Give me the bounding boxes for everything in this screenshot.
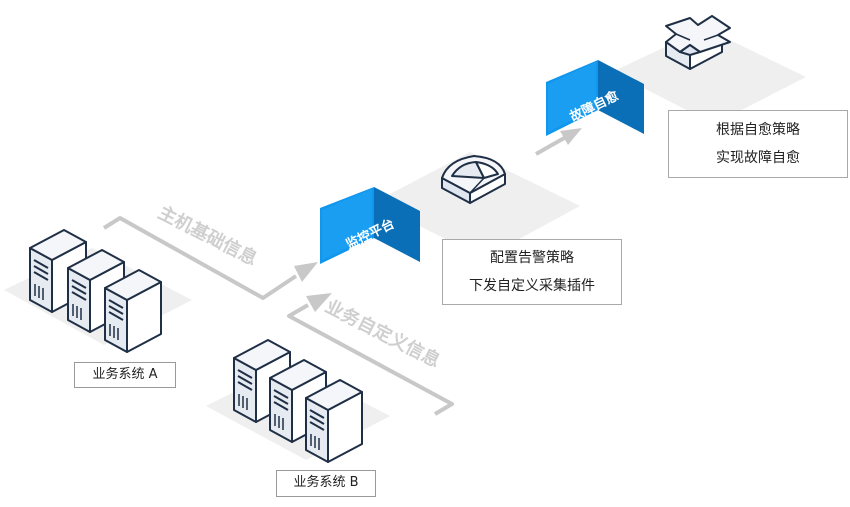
escalation-arrow [535, 128, 582, 156]
self-healing-desc-line2: 实现故障自愈 [716, 150, 800, 166]
host-info-arrow [102, 216, 318, 300]
self-healing-description: 根据自愈策略 实现故障自愈 [668, 110, 848, 178]
custom-info-arrow [287, 293, 454, 416]
monitoring-description: 配置告警策略 下发自定义采集插件 [442, 239, 622, 305]
monitoring-banner [320, 187, 420, 264]
system-b-label: 业务系统 B [276, 470, 376, 497]
platform-monitoring [373, 152, 580, 258]
platform-self-healing [612, 28, 806, 124]
monitoring-desc-line2: 下发自定义采集插件 [469, 278, 595, 294]
custom-info-label: 业务自定义信息 [322, 295, 444, 372]
monitor-icon [441, 155, 506, 204]
system-a-label: 业务系统 A [74, 362, 176, 388]
monitoring-desc-line1: 配置告警策略 [490, 250, 574, 266]
self-healing-desc-line1: 根据自愈策略 [716, 122, 800, 138]
self-healing-banner [546, 60, 644, 136]
self-healing-icon [665, 15, 731, 70]
host-info-label: 主机基础信息 [155, 201, 261, 270]
